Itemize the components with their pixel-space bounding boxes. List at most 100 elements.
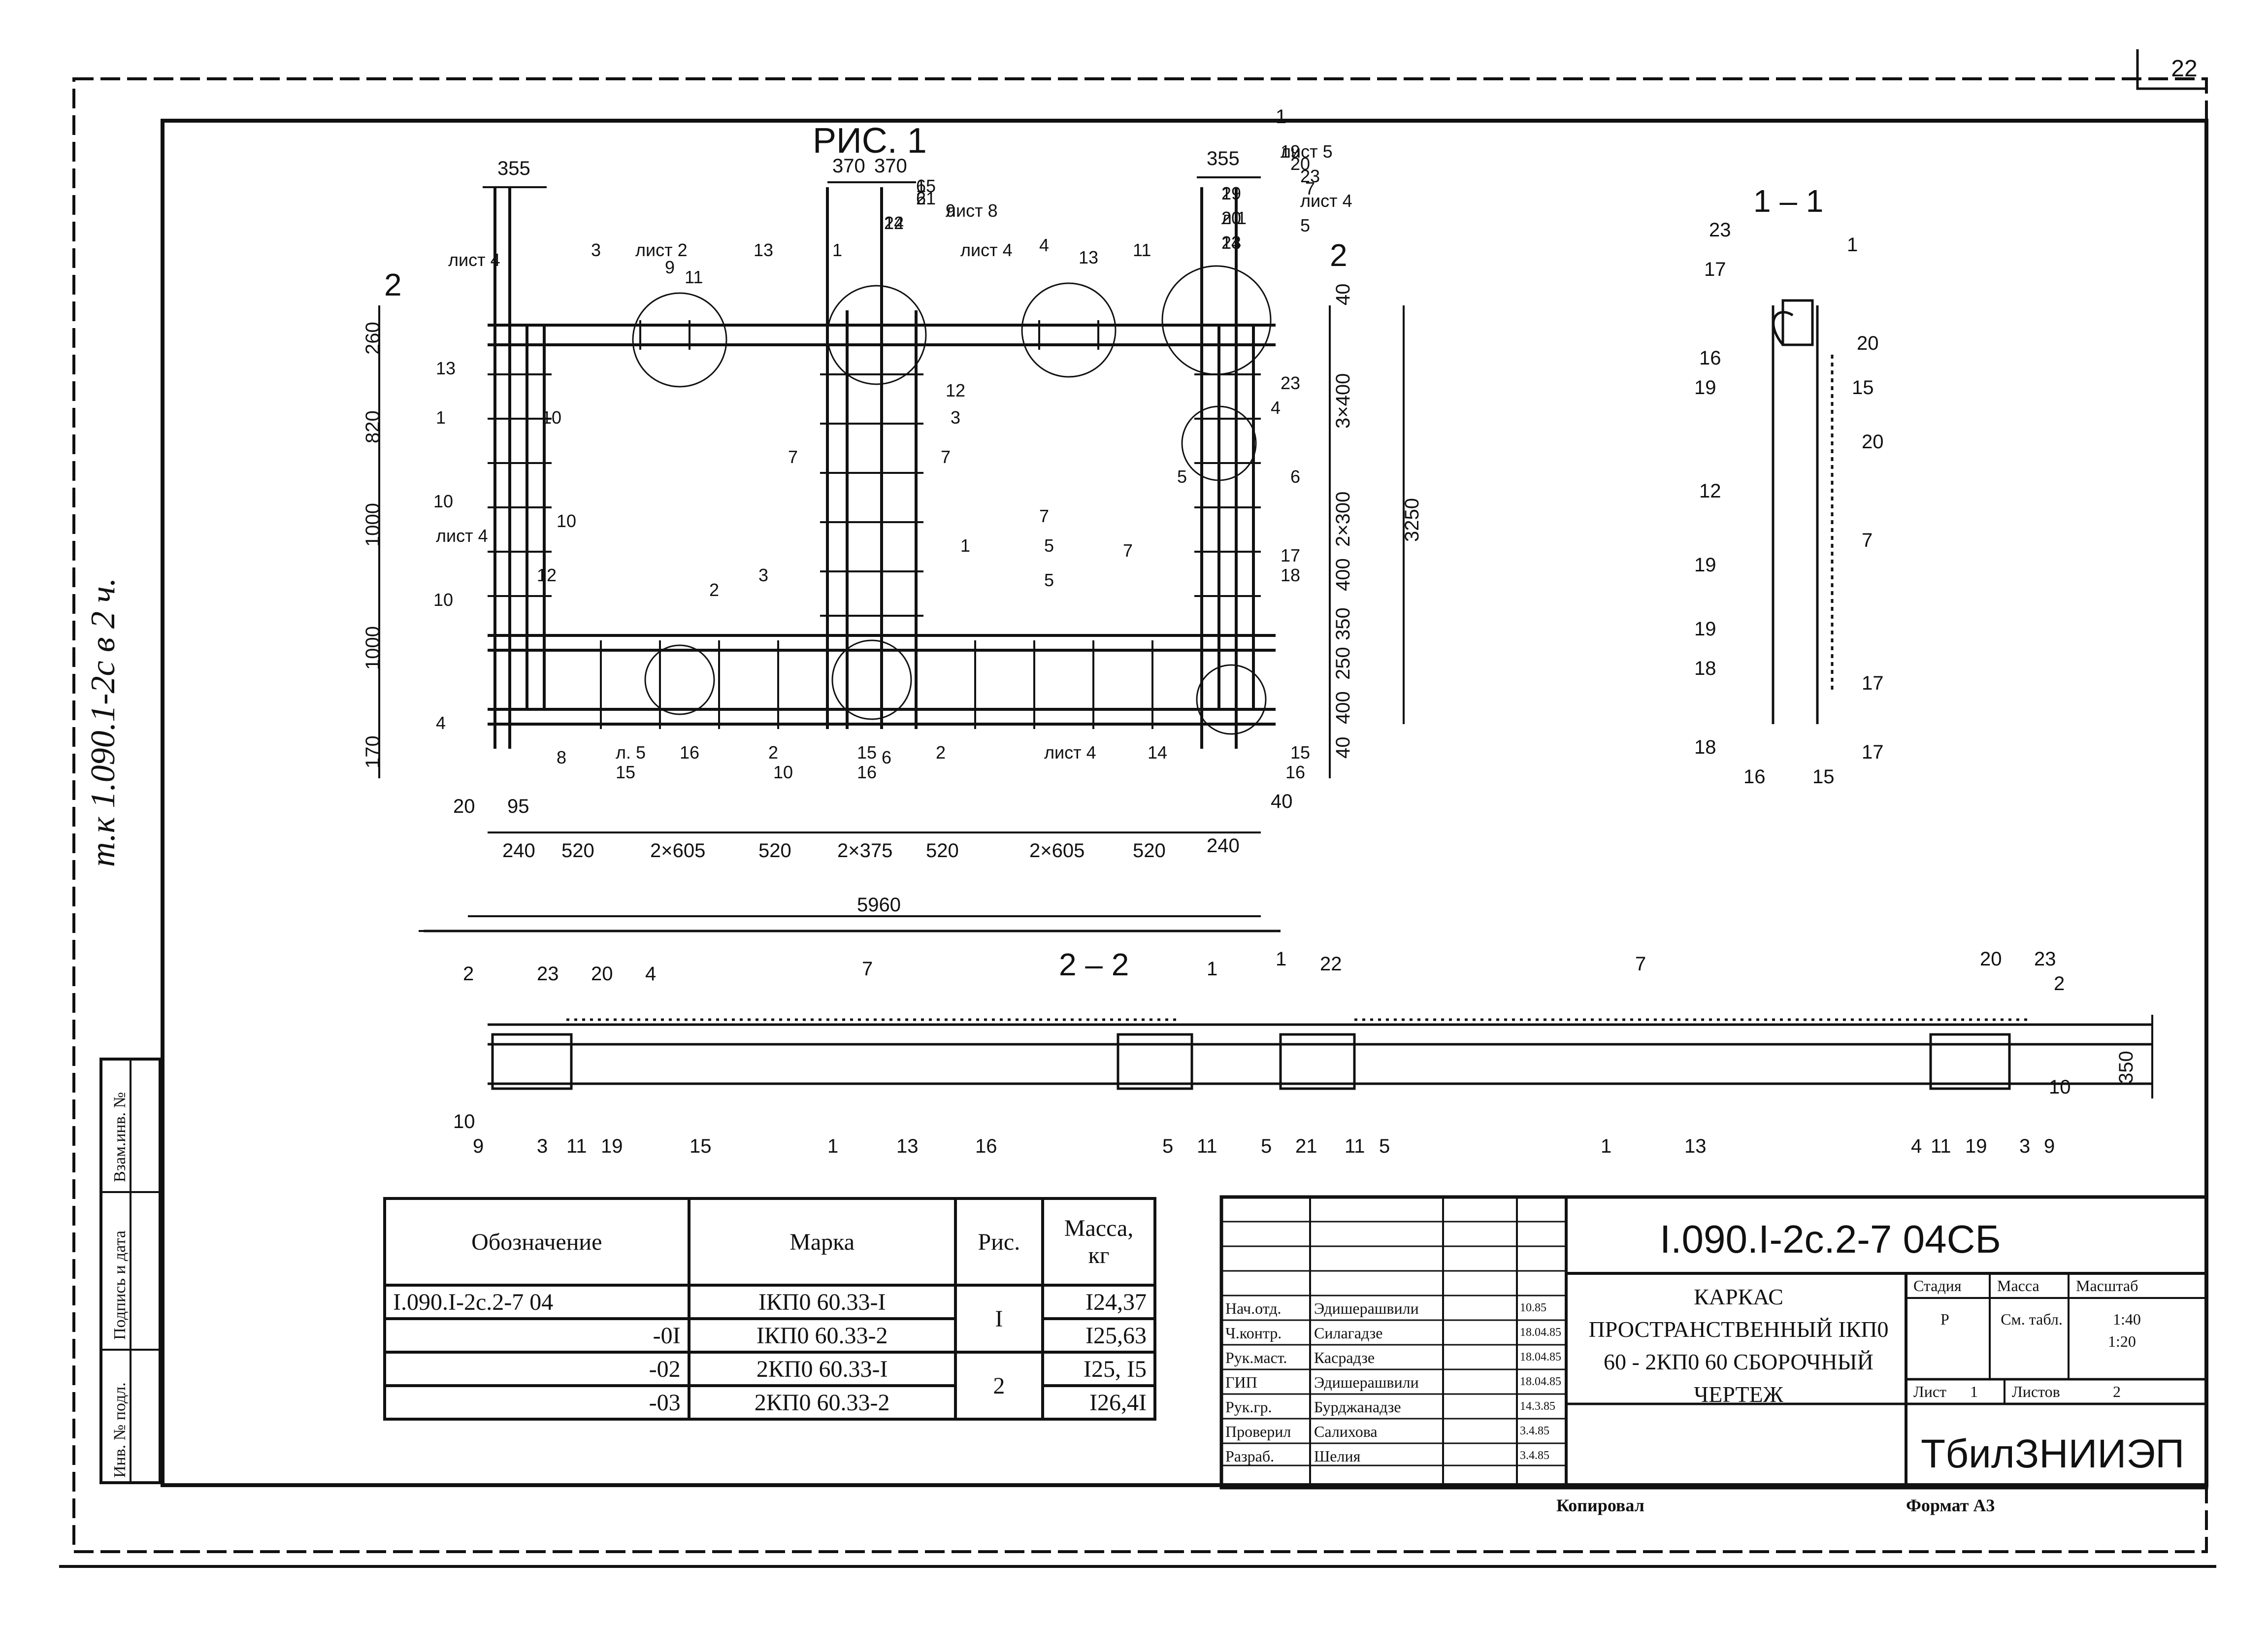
dim-left-5: 170 xyxy=(362,735,384,768)
mass-value: См. табл. xyxy=(2001,1310,2063,1328)
s22-callout-1b: 1 xyxy=(827,1135,838,1157)
s22-callout-13b: 13 xyxy=(1684,1135,1707,1157)
sheet-value: 1 xyxy=(1970,1383,1978,1400)
s22-callout-3: 3 xyxy=(537,1135,548,1157)
dim-top-2: 370 xyxy=(832,155,865,177)
s22-callout-23: 23 xyxy=(537,963,559,985)
cell-designation: I.090.I-2с.2-7 04 xyxy=(383,1284,690,1320)
sheets-value: 2 xyxy=(2113,1383,2121,1400)
dim-top-4: 355 xyxy=(1207,148,1240,169)
s22-callout-2: 2 xyxy=(463,963,474,985)
dim-small-3: 40 xyxy=(1271,791,1293,812)
role-name: Салихова xyxy=(1314,1423,1378,1440)
fig1-callout: лист 5 xyxy=(1281,141,1333,162)
fig1-callout: 1 xyxy=(960,535,970,556)
s11-callout-15b: 15 xyxy=(1812,766,1835,788)
dim-right-1: 40 xyxy=(1332,284,1354,306)
fig1-callout: 1 xyxy=(436,407,446,428)
s22-callout-11c: 11 xyxy=(1345,1135,1365,1157)
fig1-callout: 17 xyxy=(1281,545,1300,565)
role-date: 14.3.85 xyxy=(1520,1400,1555,1413)
fig1-callout: лист 4 xyxy=(448,250,500,270)
fig1-callout: 10 xyxy=(433,590,453,610)
dim-left-4: 1000 xyxy=(362,626,384,670)
fig1-callout: 6 xyxy=(1290,466,1300,487)
dim-small-2: 95 xyxy=(507,796,529,817)
fig1-callout: лист 2 xyxy=(635,240,688,260)
dim-small-1: 20 xyxy=(453,796,475,817)
cell-mark: 2КП0 60.33-2 xyxy=(687,1384,957,1421)
fig1-callout: 14 xyxy=(1148,742,1167,763)
s11-callout-19b: 19 xyxy=(1694,554,1716,576)
fig1-callout: 11 xyxy=(685,267,703,287)
cell-fig: 2 xyxy=(953,1351,1045,1421)
section-mark-1-top: 1 xyxy=(1276,106,1286,128)
fig1-callout: 6 xyxy=(916,188,926,208)
s22-callout-1: 1 xyxy=(1207,958,1217,980)
cell-mass: I26,4I xyxy=(1041,1384,1156,1421)
s22-callout-10b: 10 xyxy=(2049,1076,2071,1098)
fig1-callout: 7 xyxy=(1305,178,1315,199)
dim-overall-height: 3250 xyxy=(1401,498,1423,542)
fig1-callout: 16 xyxy=(680,742,699,763)
fig1-callout: 15 xyxy=(916,176,936,196)
fig1-callout: 15 xyxy=(616,762,635,782)
role-date: 18.04.85 xyxy=(1520,1351,1561,1363)
role-name: Касрадзе xyxy=(1314,1349,1375,1366)
s22-callout-11: 11 xyxy=(566,1135,587,1157)
fig1-callout: 12 xyxy=(946,380,965,400)
s11-callout-12: 12 xyxy=(1699,480,1721,502)
role-label: ГИП xyxy=(1225,1373,1257,1391)
fig1-callout: 20 xyxy=(1221,208,1241,228)
s22-callout-16: 16 xyxy=(975,1135,997,1157)
fig1-callout: 4 xyxy=(436,713,446,733)
col-designation: Обозначение xyxy=(383,1197,690,1287)
role-date: 10.85 xyxy=(1520,1301,1546,1314)
side-cell-signature-date: Подпись и дата xyxy=(111,1230,129,1340)
cell-designation: -02 xyxy=(383,1351,690,1387)
s11-callout-16: 16 xyxy=(1699,347,1721,369)
dim-bottom-2: 520 xyxy=(561,840,594,862)
cell-fig: I xyxy=(953,1284,1045,1354)
cell-mass: I24,37 xyxy=(1041,1284,1156,1320)
side-cell-replaced-inv: Взам.инв. № xyxy=(111,1092,129,1182)
s22-callout-5b: 5 xyxy=(1261,1135,1272,1157)
fig1-callout: 23 xyxy=(1300,166,1320,186)
side-note: т.к 1.090.1-2с в 2 ч. xyxy=(84,577,122,867)
format-label: Формат А3 xyxy=(1906,1496,1995,1515)
s22-callout-20: 20 xyxy=(591,963,613,985)
fig1-callout: лист 4 xyxy=(436,526,488,546)
s11-callout-20: 20 xyxy=(1857,332,1879,354)
s22-callout-23b: 23 xyxy=(2034,948,2056,970)
s11-callout-17c: 17 xyxy=(1862,741,1884,763)
fig1-title: РИС. 1 xyxy=(813,121,927,161)
side-cell-inv-no: Инв. № подл. xyxy=(111,1382,129,1478)
sheet-label: Лист xyxy=(1913,1383,1947,1400)
dim-left-2: 820 xyxy=(362,410,384,443)
dim-right-8: 40 xyxy=(1332,737,1354,759)
s11-callout-1: 1 xyxy=(1847,234,1858,256)
s22-callout-21: 21 xyxy=(1295,1135,1317,1157)
s11-callout-20b: 20 xyxy=(1862,431,1884,453)
role-label: Рук.гр. xyxy=(1225,1398,1272,1416)
fig1-callout: 4 xyxy=(1271,398,1281,418)
fig1-callout: 23 xyxy=(1221,233,1241,253)
fig1-callout: 12 xyxy=(537,565,557,585)
role-label: Ч.контр. xyxy=(1225,1324,1282,1342)
s22-callout-22: 22 xyxy=(1320,953,1342,975)
dim-bottom-6: 520 xyxy=(926,840,959,862)
fig1-callout: 7 xyxy=(1123,540,1133,561)
fig1-callout: 3 xyxy=(951,407,960,428)
fig1-callout: 15 xyxy=(1290,742,1310,763)
cell-mass: I25, I5 xyxy=(1041,1351,1156,1387)
s22-callout-1c: 1 xyxy=(1601,1135,1611,1157)
cell-designation: -0I xyxy=(383,1317,690,1354)
fig1-callout: 13 xyxy=(1079,247,1098,267)
cell-mass: I25,63 xyxy=(1041,1317,1156,1354)
s22-callout-9b: 9 xyxy=(2044,1135,2055,1157)
fig1-callout: 2 xyxy=(709,580,719,600)
document-name: КАРКАС ПРОСТРАНСТВЕННЫЙ IКП0 60 - 2КП0 6… xyxy=(1588,1284,1889,1407)
fig1-callout: 7 xyxy=(941,447,951,467)
fig1-callout: 6 xyxy=(882,747,891,767)
